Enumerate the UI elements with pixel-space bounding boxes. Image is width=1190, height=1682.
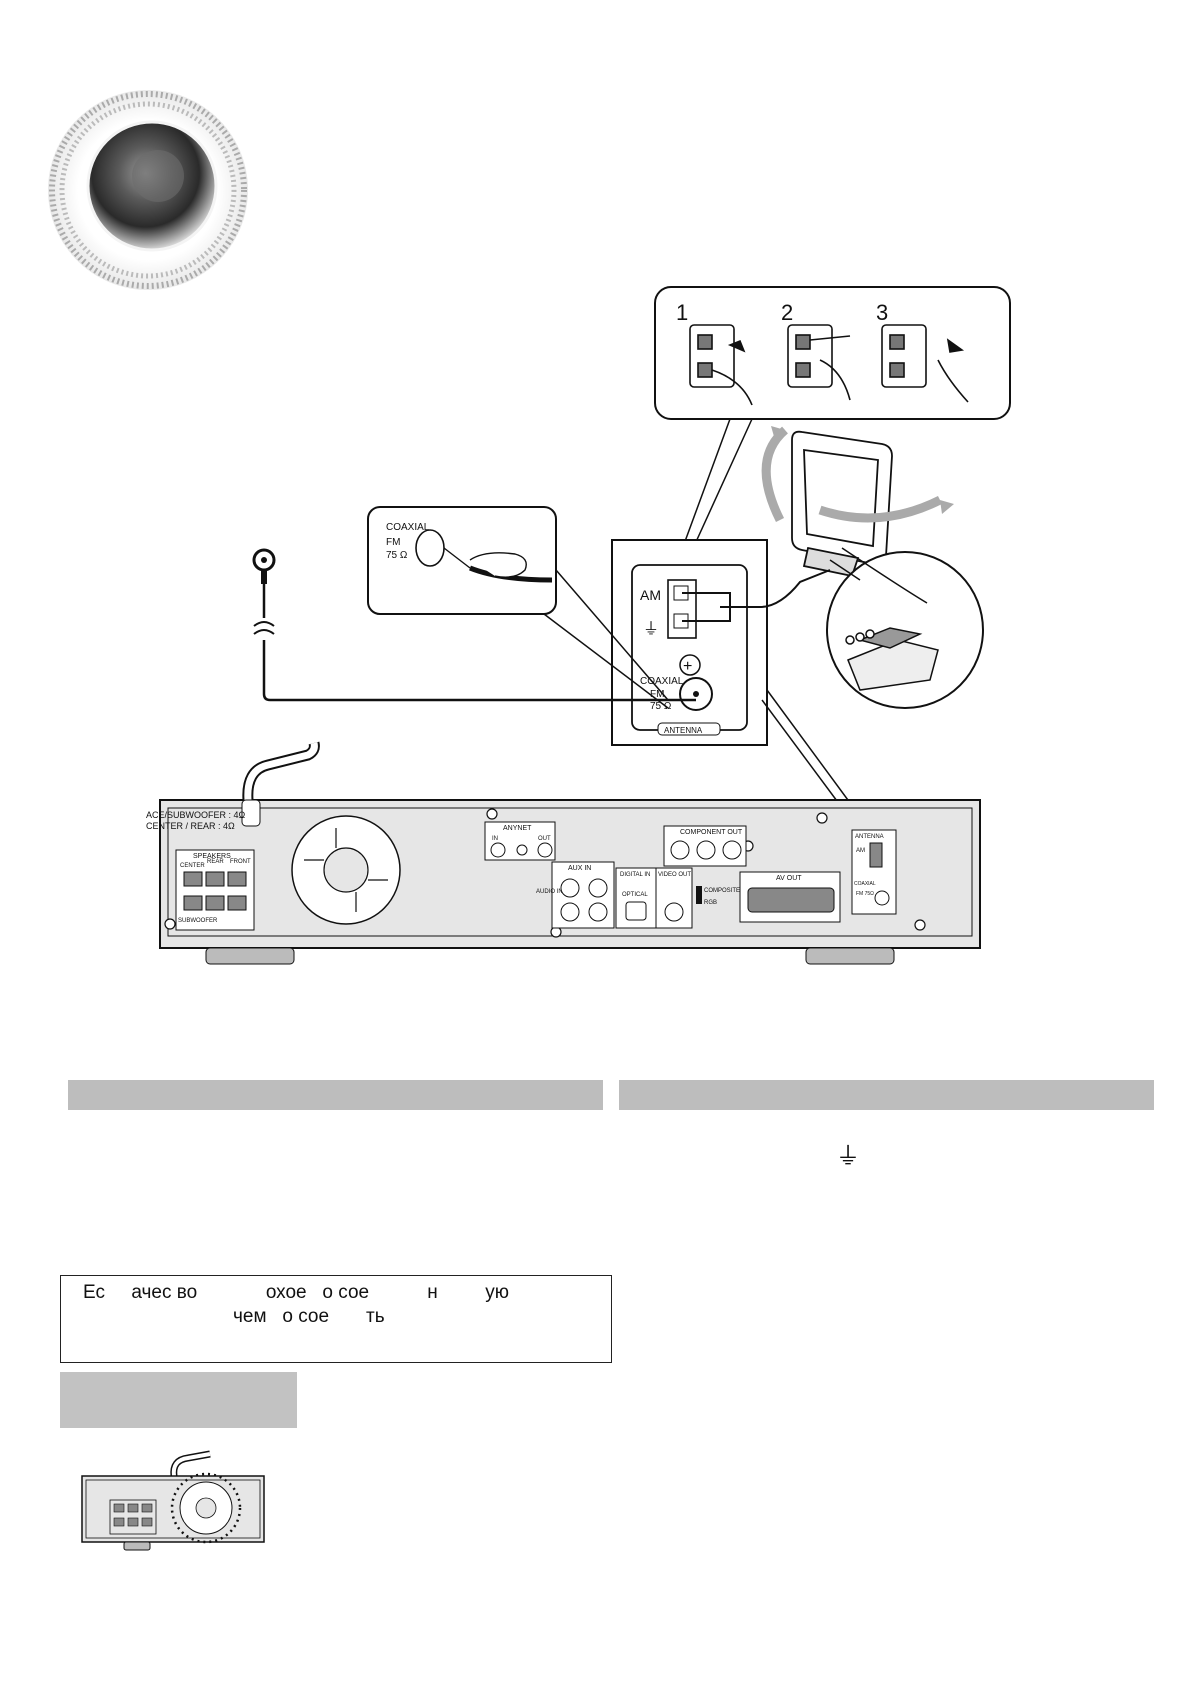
svg-text:SUBWOOFER: SUBWOOFER: [178, 918, 218, 924]
note-line-1: Ес ачес во охое о сое н ую: [83, 1282, 509, 1303]
coaxial-callout: [367, 506, 557, 615]
svg-text:COAXIAL: COAXIAL: [386, 522, 430, 533]
terminal-step-2: [787, 324, 851, 401]
svg-text:75 Ω: 75 Ω: [386, 550, 408, 561]
svg-text:FRONT: FRONT: [230, 859, 251, 865]
svg-text:SPEAKERS: SPEAKERS: [193, 853, 231, 860]
speaker-logo: [48, 90, 248, 290]
step-number: 3: [876, 300, 888, 325]
svg-text:IN: IN: [492, 836, 498, 842]
am-loop-antenna: [791, 430, 893, 578]
section-bar-right: [619, 1080, 1154, 1110]
svg-text:ACE/SUBWOOFER : 4Ω: ACE/SUBWOOFER : 4Ω: [146, 810, 246, 820]
antenna-base-detail: [826, 551, 984, 709]
svg-text:DIGITAL IN: DIGITAL IN: [620, 872, 650, 878]
rotation-arrow: [761, 426, 789, 523]
coaxial-label: COAXIAL: [640, 676, 684, 687]
antenna-connection-diagram: 1 2 3: [146, 286, 1011, 965]
svg-text:VIDEO OUT: VIDEO OUT: [658, 872, 691, 878]
svg-text:AUX IN: AUX IN: [568, 865, 591, 872]
svg-text:RGB: RGB: [704, 900, 717, 906]
svg-text:COAXIAL: COAXIAL: [854, 881, 876, 887]
step-number: 1: [676, 300, 688, 325]
subheading-bar: [60, 1372, 297, 1428]
svg-text:FM: FM: [386, 537, 400, 548]
note-box: Ес ачес во охое о сое н ую чем о сое ть: [60, 1275, 612, 1363]
svg-text:OUT: OUT: [538, 836, 551, 842]
section-bar-left: [68, 1080, 603, 1110]
rear-panel-thumbnail: [81, 1450, 265, 1551]
svg-text:COMPONENT OUT: COMPONENT OUT: [680, 829, 743, 836]
svg-text:+: +: [683, 658, 692, 675]
ohm-label: 75 Ω: [650, 701, 672, 712]
am-label: AM: [640, 587, 661, 603]
svg-text:ANYNET: ANYNET: [503, 825, 532, 832]
svg-text:AUDIO IN: AUDIO IN: [536, 889, 563, 895]
svg-text:CENTER: CENTER: [180, 863, 205, 869]
svg-text:AV OUT: AV OUT: [776, 875, 802, 882]
fm-label: FM: [650, 689, 664, 700]
ground-icon: ⏚: [643, 620, 659, 638]
svg-text:COMPOSITE: COMPOSITE: [704, 888, 740, 894]
svg-text:ANTENNA: ANTENNA: [855, 834, 884, 840]
svg-text:OPTICAL: OPTICAL: [622, 892, 648, 898]
svg-text:AM: AM: [856, 848, 865, 854]
step-number: 2: [781, 300, 793, 325]
antenna-label: ANTENNA: [664, 726, 703, 735]
screw-icon: [679, 654, 701, 676]
terminal-step-1: [689, 324, 753, 406]
note-line-2: чем о сое ть: [233, 1306, 385, 1327]
svg-text:FM 75Ω: FM 75Ω: [856, 891, 874, 897]
ground-icon: ⏚: [836, 1143, 860, 1170]
terminal-step-3: [881, 324, 969, 403]
svg-text:CENTER / REAR : 4Ω: CENTER / REAR : 4Ω: [146, 821, 235, 831]
svg-text:REAR: REAR: [207, 859, 224, 865]
